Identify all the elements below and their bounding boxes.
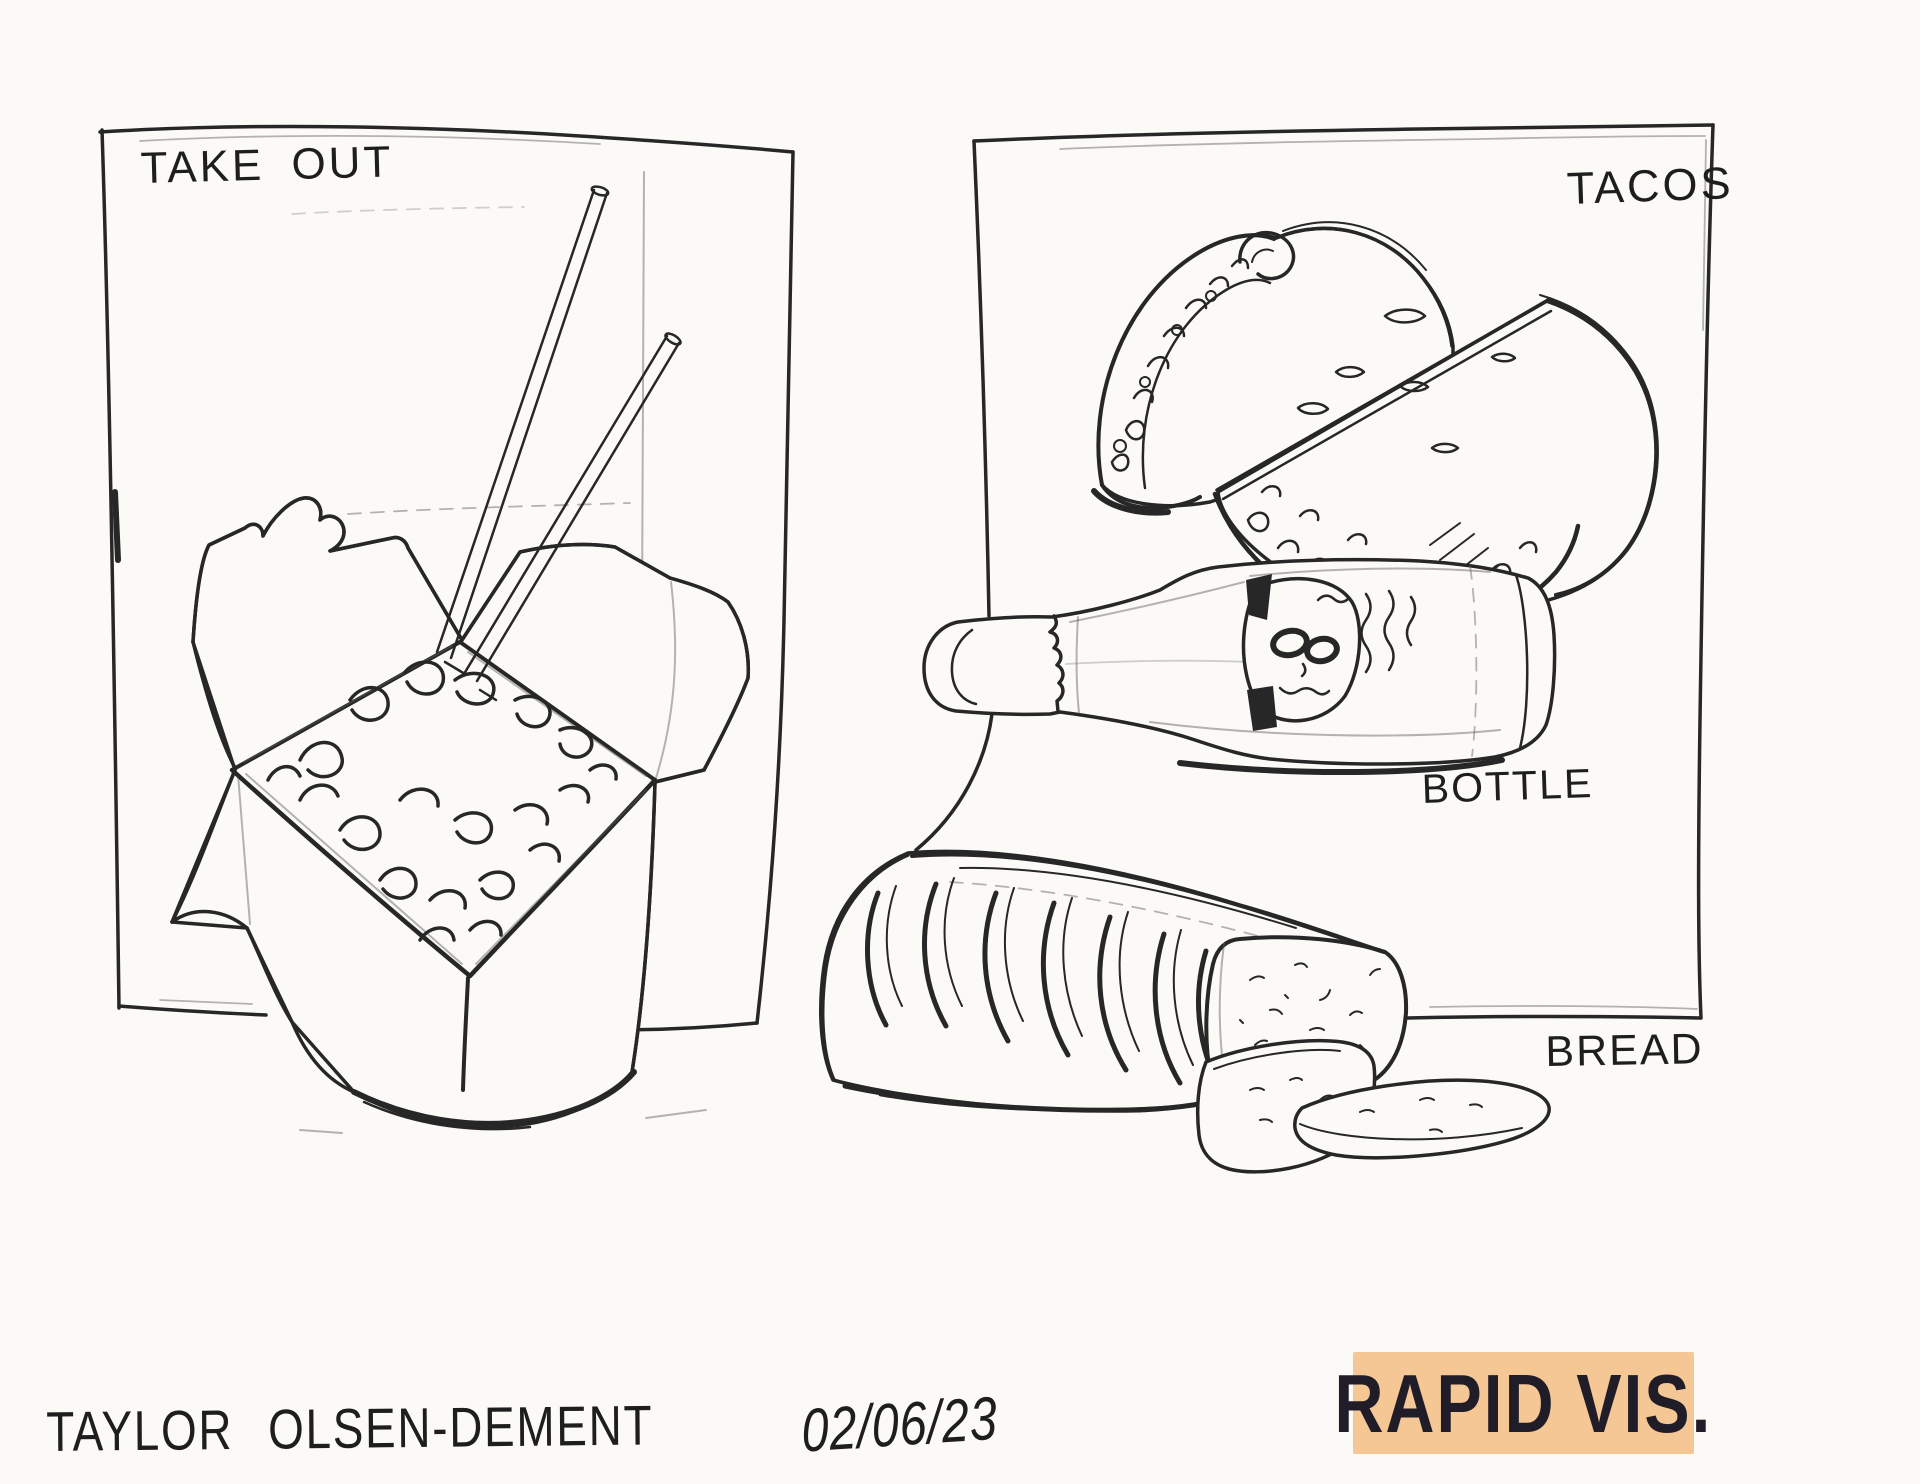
tacos-label: TACOS <box>1566 157 1735 214</box>
chopsticks <box>435 185 682 683</box>
artist-name: TAYLOR OLSEN-DEMENT <box>46 1394 654 1464</box>
rapid-vis-stamp-text: RAPID VIS. <box>1334 1356 1713 1450</box>
bread-label: BREAD <box>1545 1025 1704 1076</box>
bread-drawing <box>819 849 1551 1174</box>
left-panel-frame <box>98 124 795 1032</box>
right-panel-frame <box>914 123 1715 1020</box>
noodles <box>266 660 618 942</box>
bottle-label: BOTTLE <box>1421 760 1594 812</box>
left-panel-title: TAKE OUT <box>140 137 394 193</box>
takeout-box-drawing <box>170 185 751 1134</box>
bottle-drawing <box>922 557 1557 776</box>
date-text: 02/06/23 <box>800 1384 1000 1466</box>
rapid-vis-stamp: RAPID VIS. <box>1335 1352 1711 1454</box>
